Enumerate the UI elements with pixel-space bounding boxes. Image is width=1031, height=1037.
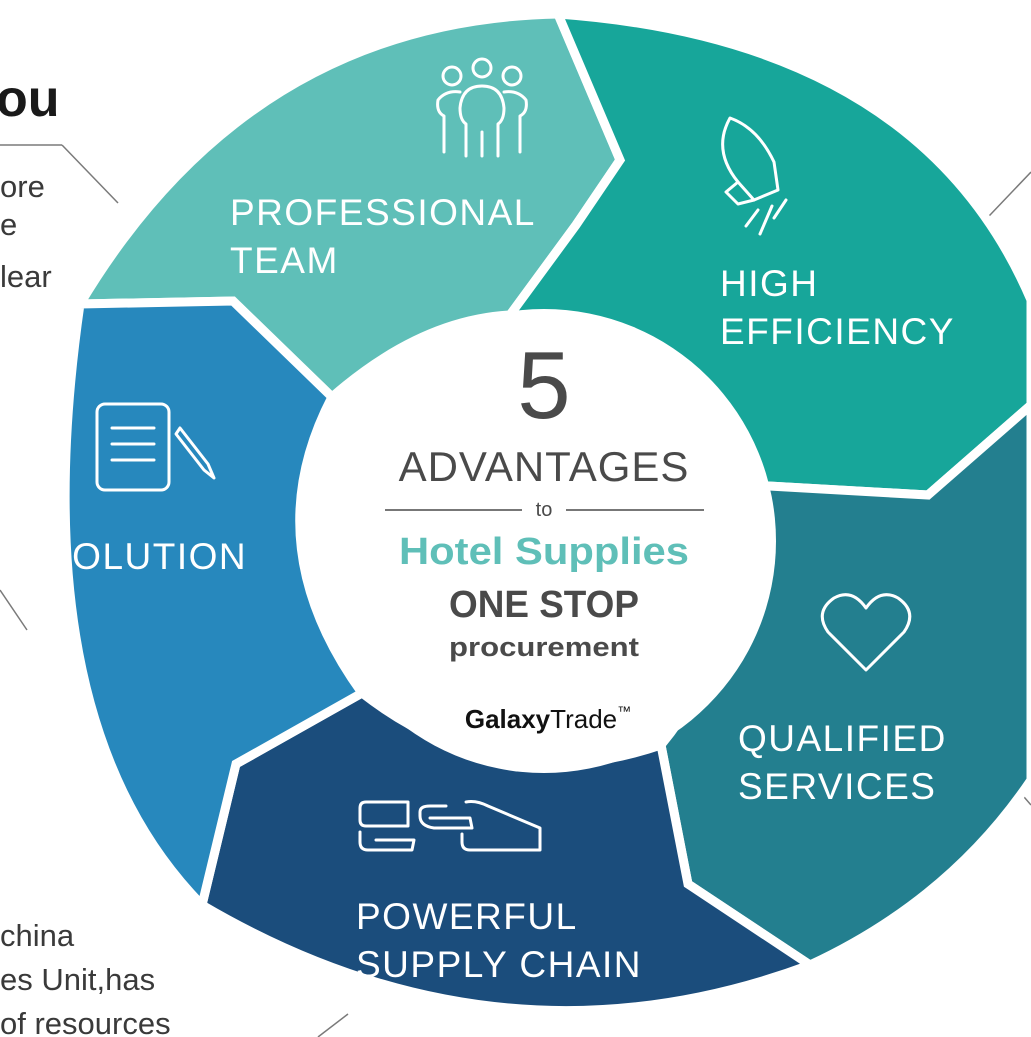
- side-text-top-line-3: lear: [0, 259, 52, 294]
- center-line-hotel-supplies: Hotel Supplies: [399, 531, 689, 573]
- center-number: 5: [517, 332, 570, 439]
- side-connector-line-bottom: [317, 1013, 349, 1037]
- brand-logo-regular: Trade: [550, 704, 617, 734]
- center-title: ADVANTAGES: [399, 443, 690, 490]
- side-connector-line-mid: [0, 589, 28, 631]
- brand-logo-bold: Galaxy: [465, 704, 551, 734]
- center-line-one-stop: ONE STOP: [449, 584, 639, 626]
- document-pencil-icon: [95, 402, 216, 492]
- rocket-icon: [721, 116, 788, 236]
- brand-logo-trademark: ™: [617, 703, 631, 719]
- center-disc: [312, 309, 776, 773]
- side-text-top-line-1: ore: [0, 169, 45, 204]
- chain-link-icon: [358, 800, 542, 852]
- supply-label-line-2: SUPPLY CHAIN: [356, 944, 642, 985]
- side-text-top-line-2: e: [0, 207, 17, 242]
- professional-label-line-2: TEAM: [230, 240, 339, 281]
- solution-label-line-1: SOLUTION: [46, 536, 247, 577]
- brand-logo: GalaxyTrade™: [465, 703, 631, 734]
- qualified-label-line-2: SERVICES: [738, 766, 936, 807]
- center-connector-word: to: [536, 499, 553, 521]
- efficiency-label-line-1: HIGH: [720, 263, 819, 304]
- professional-label-line-1: PROFESSIONAL: [230, 192, 536, 233]
- supply-label-line-1: POWERFUL: [356, 896, 578, 937]
- center-line-procurement: procurement: [449, 632, 639, 662]
- side-text-bottom-line-2: es Unit,has: [0, 962, 155, 997]
- team-icon: [436, 57, 528, 158]
- qualified-label-line-1: QUALIFIED: [738, 718, 947, 759]
- side-text-bottom-line-3: of resources: [0, 1006, 171, 1037]
- efficiency-label-line-2: EFFICIENCY: [720, 311, 955, 352]
- side-connector-line-top-diagonal: [61, 144, 119, 204]
- heart-icon: [820, 593, 912, 672]
- side-text-bottom-line-1: china: [0, 918, 75, 953]
- side-heading: ou: [0, 70, 60, 128]
- segment-solution: [60, 296, 369, 914]
